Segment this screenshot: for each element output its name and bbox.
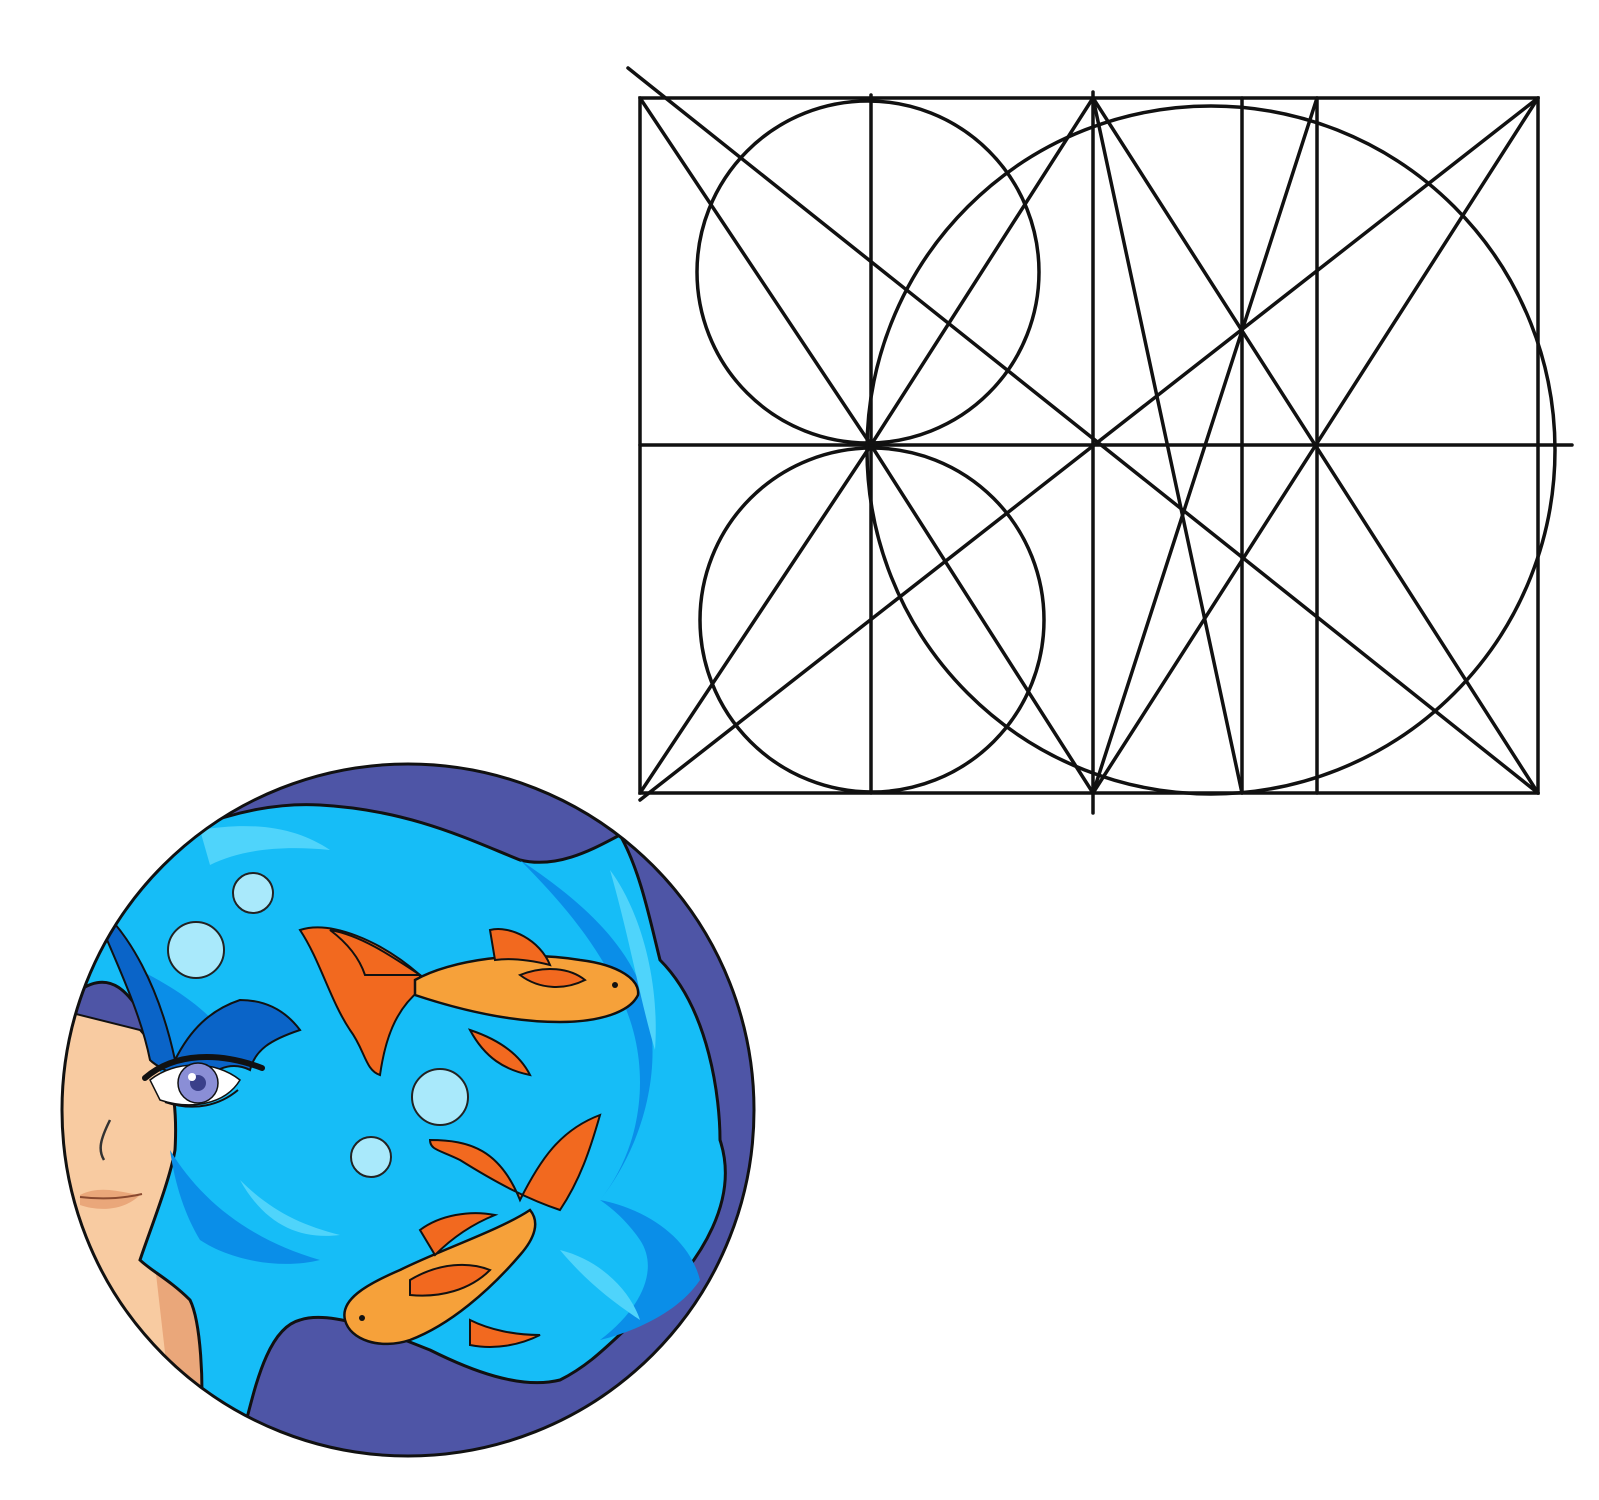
eye	[142, 1054, 265, 1108]
koi-fin	[488, 928, 552, 967]
koi-tail	[329, 929, 424, 976]
koi-fin	[418, 1212, 499, 1257]
guide-diagonal	[626, 66, 1540, 795]
hair-fringe	[87, 896, 302, 1092]
portrait-outline	[60, 762, 756, 1458]
bubble	[350, 1136, 392, 1178]
bubble	[232, 872, 274, 914]
hair-shadow-strand	[520, 860, 653, 1200]
nose-line	[99, 1119, 112, 1161]
eye-lower-lid	[164, 1089, 239, 1108]
guide-diagonal	[638, 96, 873, 447]
koi-eye	[612, 982, 618, 988]
guide-diagonal	[638, 96, 1540, 802]
hair-highlight	[200, 826, 330, 865]
guide-diagonal	[869, 443, 1095, 795]
bubbles	[167, 872, 469, 1178]
guide-diagonal	[1091, 96, 1540, 795]
guide-circle	[698, 446, 1046, 794]
koi-fin	[467, 1028, 532, 1077]
lip-line	[79, 1193, 143, 1200]
eye-glint	[188, 1073, 196, 1081]
bubble	[411, 1068, 469, 1126]
koi-marking	[409, 1263, 492, 1297]
koi-hair-portrait	[60, 762, 756, 1458]
hair-highlight	[560, 1250, 640, 1320]
koi-fin	[469, 1318, 541, 1348]
guide-diagonal	[638, 443, 873, 795]
koi-marking	[517, 968, 587, 988]
koi-fish-lower	[343, 1113, 602, 1348]
hair-shadow-strand	[170, 1150, 320, 1264]
bubble	[167, 921, 225, 979]
composition-guide	[626, 66, 1574, 815]
hair-highlight	[240, 1180, 340, 1236]
guide-circle	[695, 99, 1041, 445]
guide-diagonal	[869, 96, 1095, 447]
guide-diagonal	[1091, 96, 1319, 795]
guide-circle	[865, 104, 1557, 796]
koi-eye	[359, 1315, 365, 1321]
koi-fish-upper	[298, 926, 640, 1077]
hair-highlight	[610, 870, 656, 1050]
koi-tail	[428, 1113, 602, 1212]
hair-shadow-strand	[600, 1200, 700, 1340]
lips	[80, 1189, 140, 1209]
eye-lashes	[142, 1054, 265, 1081]
guide-diagonal	[1091, 96, 1244, 795]
